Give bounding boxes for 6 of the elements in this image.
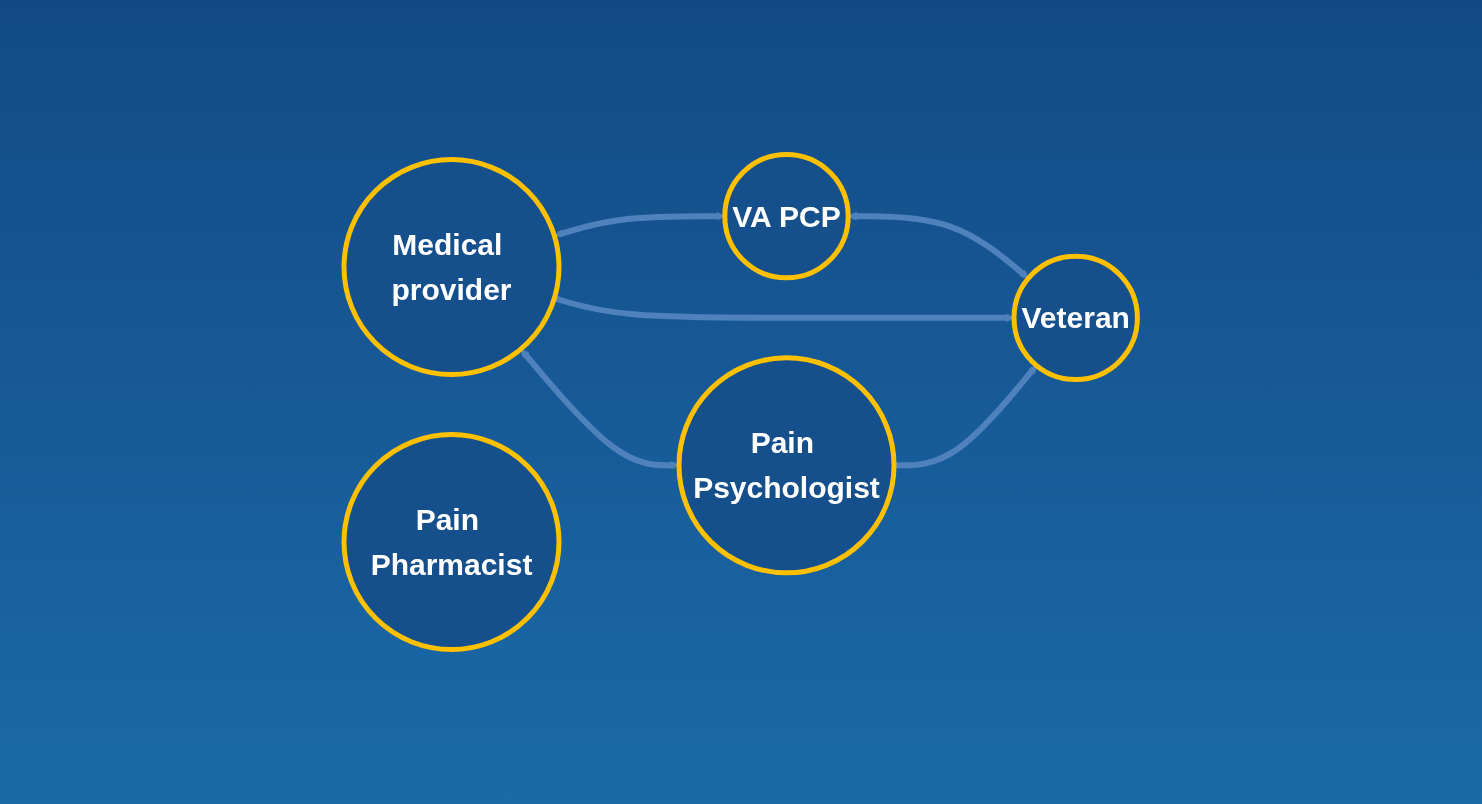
node-circle: Pain Psychologist [676,355,897,576]
node-circle: VA PCP [722,152,851,281]
node-circle: Medical provider [341,157,562,377]
node-circle: Veteran [1011,253,1141,383]
arrow [894,365,1038,469]
node-circle: Pain Pharmacist [341,432,562,652]
